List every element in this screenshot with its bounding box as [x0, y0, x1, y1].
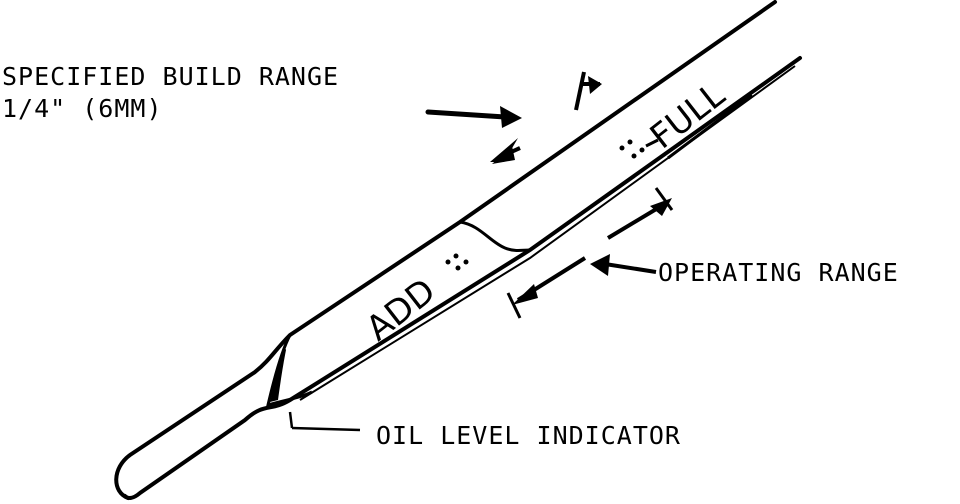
add-hatch-dots — [445, 253, 469, 271]
oil-level-leader — [288, 411, 361, 432]
oil-level-shade — [270, 345, 286, 402]
full-underline — [667, 93, 753, 160]
operating-range-label: OPERATING RANGE — [658, 258, 899, 287]
spec-build-upper-arrow — [574, 71, 602, 111]
spec-build-range-label: SPECIFIED BUILD RANGE — [2, 62, 340, 91]
oil-film-boundary — [459, 220, 531, 252]
dipstick-upper-edge — [114, 0, 777, 500]
oil-level-indicator-label: OIL LEVEL INDICATOR — [376, 421, 681, 450]
spec-build-pointer-arrow — [425, 106, 522, 128]
full-hatch-dots — [619, 138, 659, 159]
spec-build-lower-arrow — [490, 138, 521, 164]
operating-range-dimension — [506, 187, 674, 319]
dipstick-lower-edge — [123, 56, 802, 500]
spec-build-size-label: 1/4" (6MM) — [2, 94, 163, 123]
operating-range-pointer-arrow — [590, 254, 657, 276]
